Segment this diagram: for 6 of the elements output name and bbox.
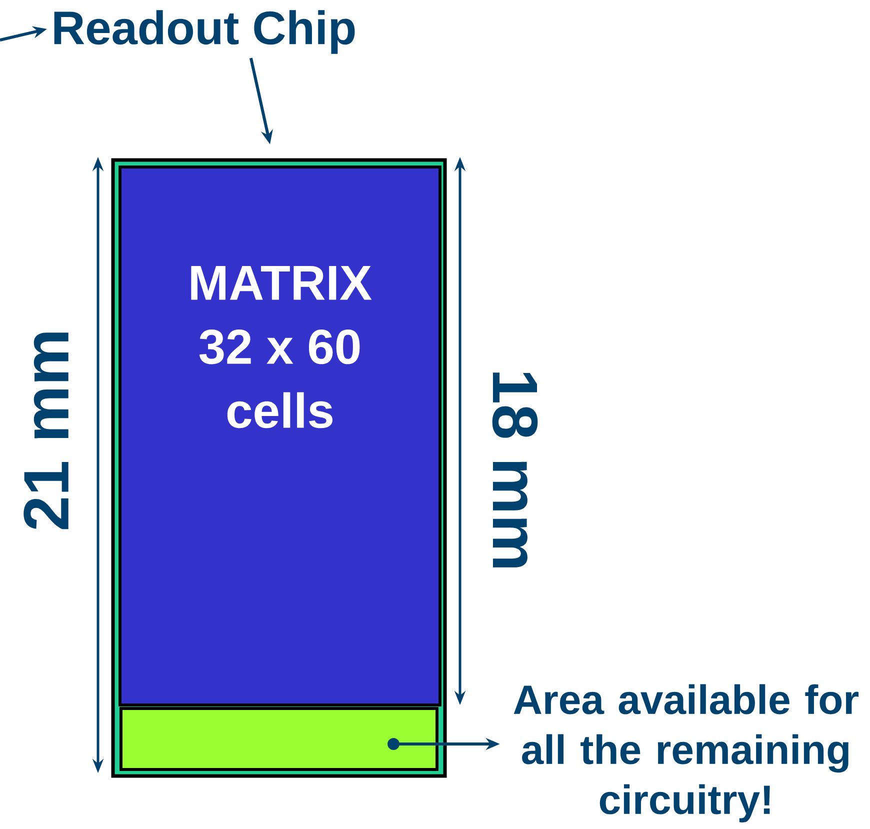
dimension-label: 21 mm — [24, 332, 68, 530]
matrix-block: MATRIX 32 x 60 cells — [118, 165, 442, 706]
heading-label: Readout Chip — [54, 10, 355, 54]
callout-text: Area available for all the remaining circuitry! — [514, 684, 859, 822]
circuit-area-block — [120, 706, 438, 771]
dimension-label: 18 mm — [492, 372, 538, 568]
